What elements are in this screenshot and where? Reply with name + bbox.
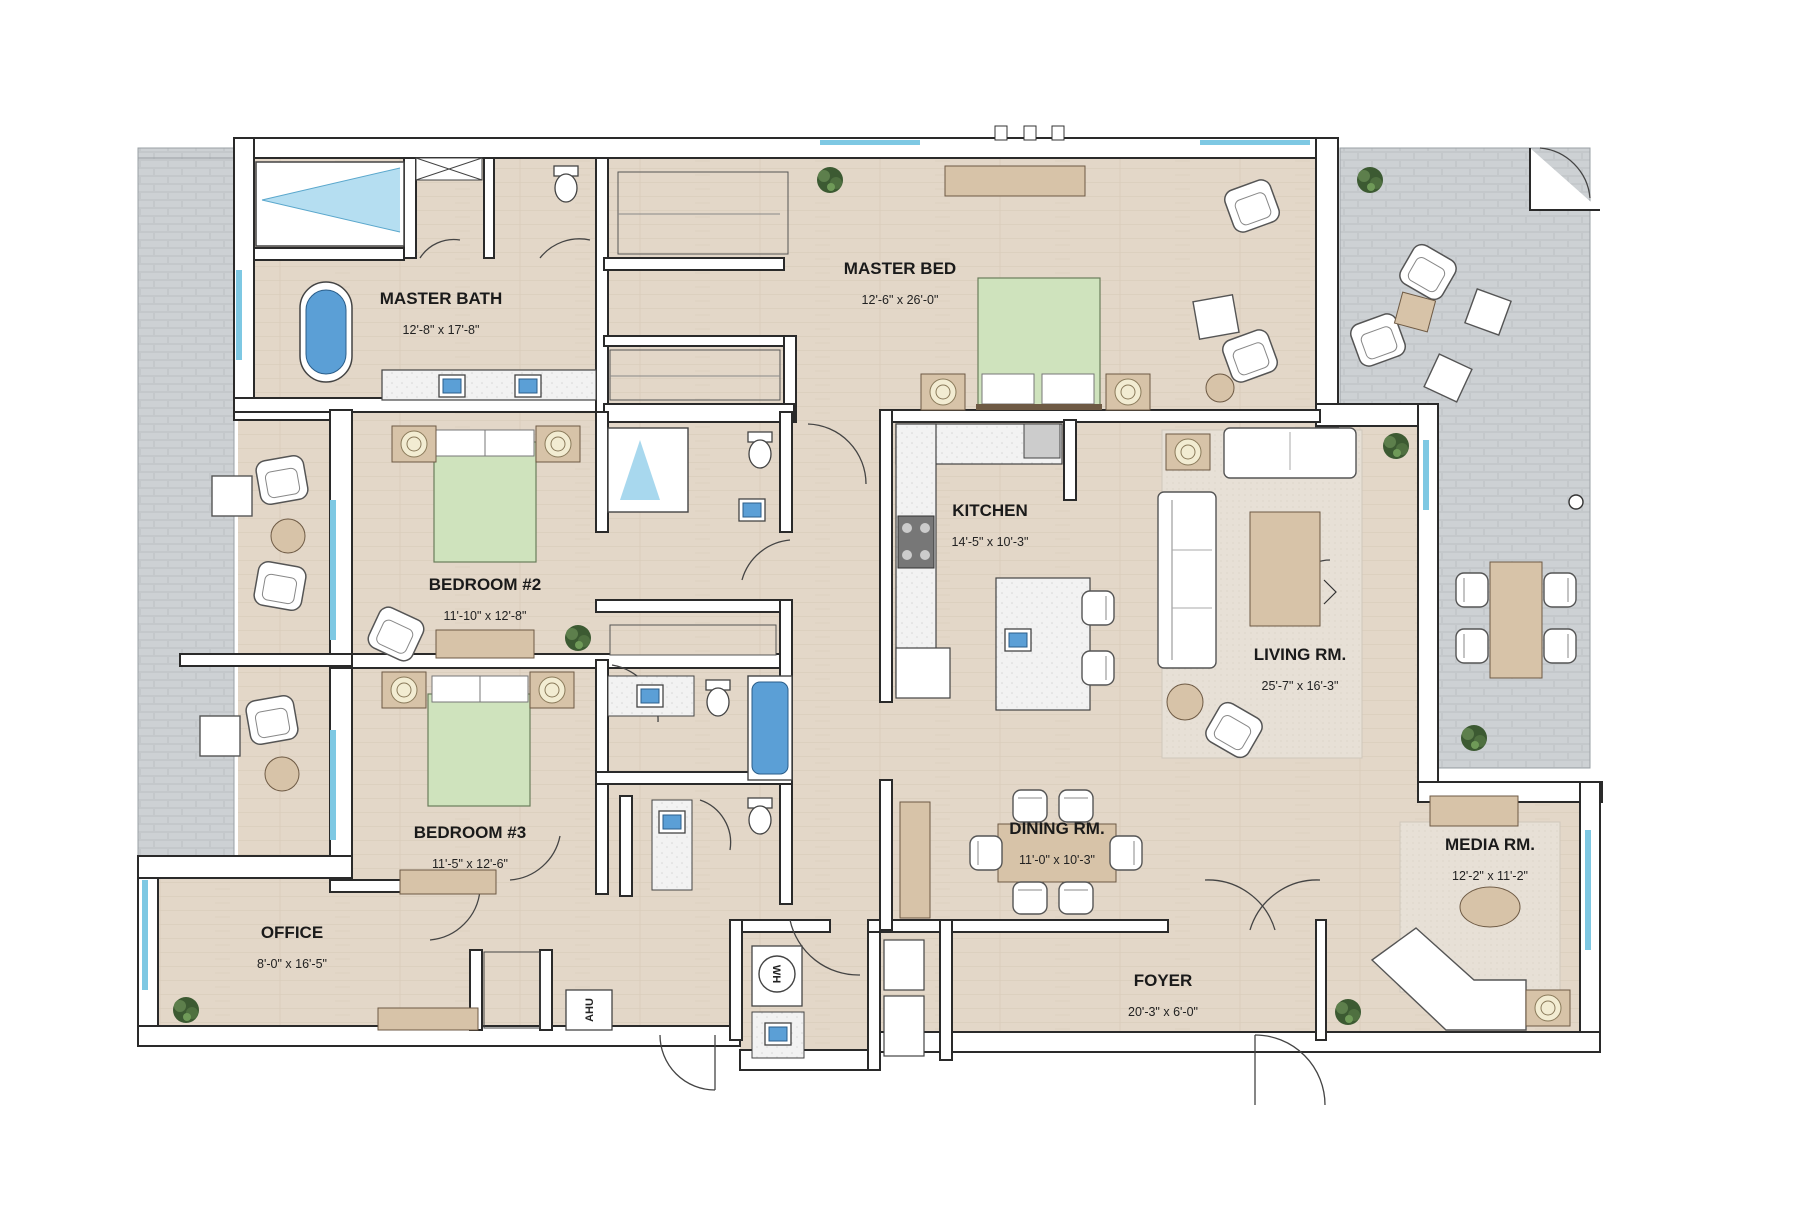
- room-dims-dining: 11'-0" x 10'-3": [1019, 853, 1095, 867]
- water-heater-label: WH: [770, 965, 782, 983]
- room-dims-master-bath: 12'-8" x 17'-8": [403, 323, 480, 337]
- room-dims-kitchen: 14'-5" x 10'-3": [952, 535, 1029, 549]
- master-bath-fixtures: [255, 157, 597, 401]
- room-name-foyer: FOYER: [1134, 971, 1193, 990]
- room-dims-bedroom-2: 11'-10" x 12'-8": [444, 609, 527, 623]
- room-name-master-bed: MASTER BED: [844, 259, 956, 278]
- kitchen-fixtures: [895, 423, 1115, 711]
- room-name-master-bath: MASTER BATH: [380, 289, 502, 308]
- bedroom-3-furniture: [381, 671, 575, 895]
- office-furniture: [173, 951, 541, 1031]
- room-name-office: OFFICE: [261, 923, 323, 942]
- room-name-media: MEDIA RM.: [1445, 835, 1535, 854]
- dining-furniture: [899, 789, 1143, 919]
- bathroom-fixtures: [607, 427, 793, 891]
- living-furniture: [1157, 427, 1409, 762]
- media-furniture: [1335, 795, 1571, 1031]
- terrace-furniture: [199, 125, 1584, 792]
- bedroom-2-furniture: [364, 425, 591, 665]
- utility-fixtures: [565, 939, 925, 1059]
- room-labels: MASTER BATH 12'-8" x 17'-8" MASTER BED 1…: [257, 259, 1535, 1022]
- master-bed-furniture: [817, 165, 1283, 411]
- room-name-bedroom-3: BEDROOM #3: [414, 823, 526, 842]
- room-dims-living: 25'-7" x 16'-3": [1262, 679, 1339, 693]
- room-dims-bedroom-3: 11'-5" x 12'-6": [432, 857, 508, 871]
- room-name-dining: DINING RM.: [1009, 819, 1104, 838]
- master-closet: [609, 171, 789, 656]
- room-dims-media: 12'-2" x 11'-2": [1452, 869, 1528, 883]
- room-dims-master-bed: 12'-6" x 26'-0": [862, 293, 939, 307]
- room-name-kitchen: KITCHEN: [952, 501, 1028, 520]
- room-name-living: LIVING RM.: [1254, 645, 1347, 664]
- room-dims-foyer: 20'-3" x 6'-0": [1128, 1005, 1198, 1019]
- room-name-bedroom-2: BEDROOM #2: [429, 575, 541, 594]
- air-handler-label: AHU: [584, 998, 596, 1022]
- windows: [142, 140, 1591, 990]
- room-dims-office: 8'-0" x 16'-5": [257, 957, 327, 971]
